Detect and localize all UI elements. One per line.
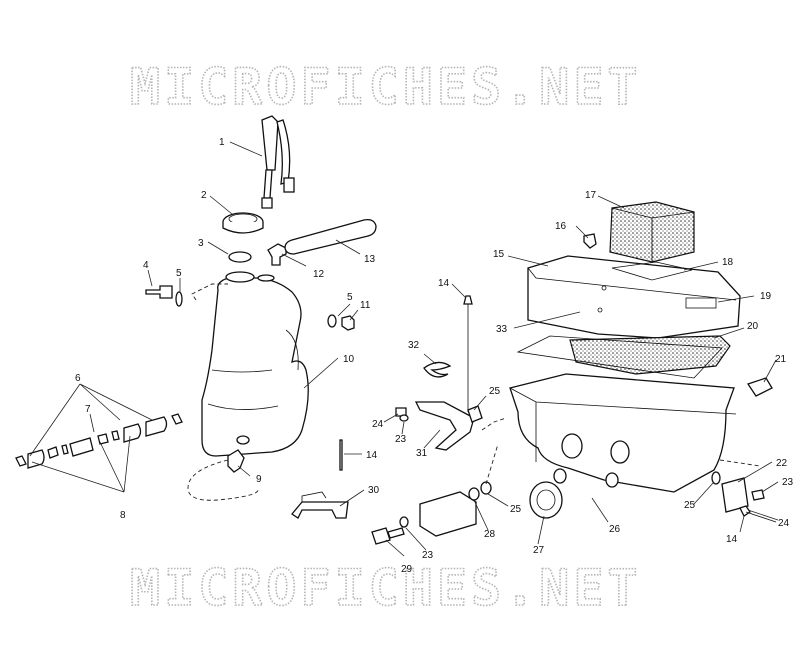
airbox-base-26-part xyxy=(509,373,737,493)
callout-20: 20 xyxy=(747,321,759,332)
clip-32-part xyxy=(423,361,452,378)
hose-part xyxy=(284,218,377,255)
callout-24b: 24 xyxy=(778,518,790,529)
callout-25c: 25 xyxy=(510,504,522,515)
callout-9: 9 xyxy=(256,474,262,485)
callout-29: 29 xyxy=(401,564,413,575)
bracket-22-part xyxy=(721,477,749,513)
callout-10: 10 xyxy=(343,354,355,365)
dashed-fuel-route xyxy=(187,459,259,501)
washer-5b-part xyxy=(327,314,337,328)
watermark-bottom: MICROFICHES.NET xyxy=(130,559,642,617)
callout-16: 16 xyxy=(555,221,567,232)
callout-6: 6 xyxy=(75,373,81,384)
bracket-31-part xyxy=(414,401,475,451)
vent-tube-part xyxy=(261,115,295,209)
grommet-25a-part xyxy=(467,405,483,423)
callout-18: 18 xyxy=(722,257,734,268)
callout-8: 8 xyxy=(120,510,126,521)
callout-30: 30 xyxy=(368,485,380,496)
gasket-frame-33-part xyxy=(516,335,723,379)
callout-31: 31 xyxy=(416,448,428,459)
fuel-tank-part xyxy=(201,271,309,457)
callout-4: 4 xyxy=(143,260,149,271)
callout-14a: 14 xyxy=(438,278,450,289)
mount-block-part xyxy=(419,491,477,537)
callout-33: 33 xyxy=(496,324,508,335)
dashed-airbox-route-b xyxy=(485,443,499,485)
nut-11-part xyxy=(341,315,355,331)
rod-14c-part xyxy=(745,511,777,523)
callout-11: 11 xyxy=(360,300,371,311)
washer-23b-part xyxy=(399,516,409,528)
watermark-top: MICROFICHES.NET xyxy=(130,58,642,116)
grommet-25b-part xyxy=(711,471,721,485)
nut-24b-part xyxy=(739,505,751,517)
callout-3: 3 xyxy=(198,238,204,249)
callout-5a: 5 xyxy=(176,268,182,279)
callout-25a: 25 xyxy=(489,386,501,397)
gasket-part xyxy=(228,251,252,263)
clip-21-part xyxy=(746,377,773,397)
callout-19: 19 xyxy=(760,291,772,302)
vent-line-14b-part xyxy=(339,439,343,471)
callout-17: 17 xyxy=(585,190,597,201)
callout-15: 15 xyxy=(493,249,505,260)
callout-24a: 24 xyxy=(372,419,384,430)
fuel-line-assembly xyxy=(15,413,183,469)
dashed-cap-route xyxy=(191,283,228,301)
callout-14c: 14 xyxy=(726,534,738,545)
callout-23a: 23 xyxy=(395,434,407,445)
grommet-25c-part xyxy=(480,481,492,495)
callout-5b: 5 xyxy=(347,292,353,303)
washer-23a-part xyxy=(399,414,409,422)
callout-23c: 23 xyxy=(782,477,794,488)
callout-21: 21 xyxy=(775,354,787,365)
bracket-30-part xyxy=(291,501,349,519)
callout-28: 28 xyxy=(484,529,496,540)
callout-12: 12 xyxy=(313,269,325,280)
callout-1: 1 xyxy=(219,137,225,148)
callout-13: 13 xyxy=(364,254,376,265)
dashed-airbox-route-a xyxy=(481,417,507,431)
dashed-airbox-route-c xyxy=(719,459,761,467)
grommet-28-part xyxy=(468,487,480,501)
boot-27-part xyxy=(529,481,563,519)
fuel-cap-part xyxy=(222,212,264,234)
callout-27: 27 xyxy=(533,545,545,556)
bolt-23c-part xyxy=(751,489,765,501)
callout-14b: 14 xyxy=(366,450,378,461)
bolt-29-part xyxy=(371,527,405,545)
washer-5a-part xyxy=(175,291,183,307)
airbox-lid-15-part xyxy=(527,255,741,339)
bolt-4-part xyxy=(145,285,173,299)
callout-23b: 23 xyxy=(422,550,434,561)
callout-32: 32 xyxy=(408,340,420,351)
elbow-fitting-part xyxy=(267,243,287,266)
callout-2: 2 xyxy=(201,190,207,201)
callout-26: 26 xyxy=(609,524,621,535)
filter-20-part xyxy=(569,335,731,375)
callout-7: 7 xyxy=(85,404,91,415)
callout-22: 22 xyxy=(776,458,788,469)
callout-25b: 25 xyxy=(684,500,696,511)
leader-lines xyxy=(29,141,779,557)
